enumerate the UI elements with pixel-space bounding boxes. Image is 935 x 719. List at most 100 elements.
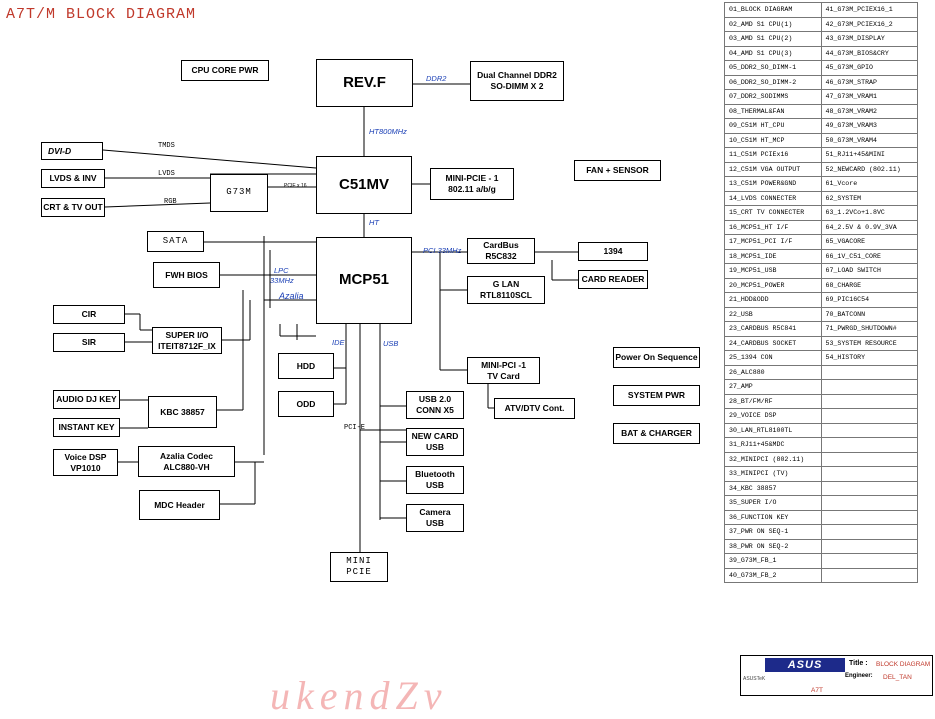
index-cell-left: 31_RJ11+45&MDC (724, 437, 822, 453)
newcard-block: NEW CARD USB (406, 428, 464, 456)
crt-tv-label: CRT & TV OUT (43, 202, 103, 213)
dvi-label: DVI-D (48, 145, 72, 156)
atv-dtv-label: ATV/DTV Cont. (504, 403, 565, 414)
index-cell-left: 38_PWR ON SEQ-2 (724, 538, 822, 554)
sata-label: SATA (162, 235, 189, 246)
cir-block: CIR (53, 305, 125, 324)
index-cell-right: 49_G73M_VRAM3 (820, 118, 918, 134)
index-cell-left: 16_MCP51_HT I/F (724, 219, 822, 235)
mini-pcie-label: MINI PCIE (346, 555, 372, 577)
usb20-label: USB 2.0 CONN X5 (416, 394, 454, 415)
crt-tv-block: CRT & TV OUT (41, 198, 105, 217)
page-title: A7T/M BLOCK DIAGRAM (6, 6, 197, 23)
power-on-seq-block: Power On Sequence (613, 347, 700, 368)
signal-ide: IDE (332, 338, 345, 347)
title-key: Title : (849, 660, 868, 667)
index-cell-right (820, 437, 918, 453)
index-row: 35_SUPER I/O (724, 495, 918, 511)
signal-ht: HT (369, 218, 379, 227)
audio-dj-label: AUDIO DJ KEY (56, 394, 117, 405)
index-cell-right: 50_G73M_VRAM4 (820, 132, 918, 148)
fwh-bios-label: FWH BIOS (165, 269, 208, 280)
index-row: 02_AMD S1 CPU(1)42_G73M_PCIEX16_2 (724, 16, 918, 32)
index-cell-right (820, 567, 918, 583)
index-cell-right: 63_1.2VCo+1.8VC (820, 205, 918, 221)
index-row: 30_LAN_RTL8100TL (724, 422, 918, 438)
index-row: 29_VOICE DSP (724, 408, 918, 424)
index-row: 03_AMD S1 CPU(2)43_G73M_DISPLAY (724, 31, 918, 47)
index-cell-right: 41_G73M_PCIEX16_1 (820, 2, 918, 18)
usb20-block: USB 2.0 CONN X5 (406, 391, 464, 419)
index-row: 34_KBC 38857 (724, 480, 918, 496)
index-cell-right: 62_SYSTEM (820, 190, 918, 206)
title-value: BLOCK DIAGRAM (876, 661, 931, 668)
super-io-label: SUPER I/O ITEIT8712F_IX (158, 329, 216, 351)
index-cell-right (820, 393, 918, 409)
signal-pcie16: PCIE x 16 (284, 183, 307, 189)
index-cell-left: 01_BLOCK DIAGRAM (724, 2, 822, 18)
index-row: 27_AMP (724, 379, 918, 395)
revf-block: REV.F (316, 59, 413, 107)
index-row: 32_MINIPCI (802.11) (724, 451, 918, 467)
index-cell-right: 45_G73M_GPIO (820, 60, 918, 76)
ddr2-label: Dual Channel DDR2 SO-DIMM X 2 (477, 70, 557, 91)
instant-key-label: INSTANT KEY (58, 422, 115, 433)
index-row: 39_G73M_FB_1 (724, 553, 918, 569)
index-cell-left: 06_DDR2_SO_DIMM-2 (724, 74, 822, 90)
glan-block: G LAN RTL8110SCL (467, 276, 545, 304)
c51mv-block: C51MV (316, 156, 412, 214)
index-cell-right: 54_HISTORY (820, 350, 918, 366)
azalia-codec-block: Azalia Codec ALC880-VH (138, 446, 235, 477)
index-cell-left: 05_DDR2_SO_DIMM-1 (724, 60, 822, 76)
card-reader-label: CARD READER (581, 274, 645, 285)
index-row: 33_MINIPCI (TV) (724, 466, 918, 482)
index-cell-right: 52_NEWCARD (802.11) (820, 161, 918, 177)
mcp51-label: MCP51 (338, 271, 390, 289)
index-cell-left: 36_FUNCTION KEY (724, 509, 822, 525)
system-pwr-label: SYSTEM PWR (627, 390, 686, 401)
minipcie1-label: MINI-PCIE - 1 802.11 a/b/g (445, 173, 499, 194)
index-cell-left: 13_C51M POWER&GND (724, 176, 822, 192)
atv-dtv-block: ATV/DTV Cont. (494, 398, 575, 419)
fan-sensor-block: FAN + SENSOR (574, 160, 661, 181)
index-cell-right: 69_PIC16C54 (820, 292, 918, 308)
fan-sensor-label: FAN + SENSOR (586, 165, 649, 176)
index-cell-left: 20_MCP51_POWER (724, 277, 822, 293)
index-cell-left: 21_HDD&ODD (724, 292, 822, 308)
engineer-value: DEL_TAN (883, 674, 912, 681)
lvds-inv-label: LVDS & INV (49, 173, 97, 184)
mdc-header-block: MDC Header (139, 490, 220, 520)
signal-ht800: HT800MHz (369, 127, 407, 136)
index-cell-left: 23_CARDBUS R5C841 (724, 321, 822, 337)
bat-charger-block: BAT & CHARGER (613, 423, 700, 444)
index-row: 40_G73M_FB_2 (724, 567, 918, 583)
index-cell-right (820, 379, 918, 395)
index-cell-left: 35_SUPER I/O (724, 495, 822, 511)
camera-block: Camera USB (406, 504, 464, 532)
camera-label: Camera USB (419, 507, 451, 528)
index-cell-right: 44_G73M_BIOS&CRY (820, 45, 918, 61)
fwh-bios-block: FWH BIOS (153, 262, 220, 288)
cir-label: CIR (81, 309, 97, 320)
index-cell-right (820, 422, 918, 438)
minipcie1-block: MINI-PCIE - 1 802.11 a/b/g (430, 168, 514, 200)
index-cell-left: 07_DDR2_SODIMMS (724, 89, 822, 105)
super-io-block: SUPER I/O ITEIT8712F_IX (152, 327, 222, 354)
index-cell-left: 37_PWR ON SEQ-1 (724, 524, 822, 540)
index-cell-left: 10_C51M HT_MCP (724, 132, 822, 148)
index-cell-right (820, 364, 918, 380)
index-cell-left: 15_CRT TV CONNECTER (724, 205, 822, 221)
index-cell-right: 66_1V_C51_CORE (820, 248, 918, 264)
ddr2-block: Dual Channel DDR2 SO-DIMM X 2 (470, 61, 564, 101)
